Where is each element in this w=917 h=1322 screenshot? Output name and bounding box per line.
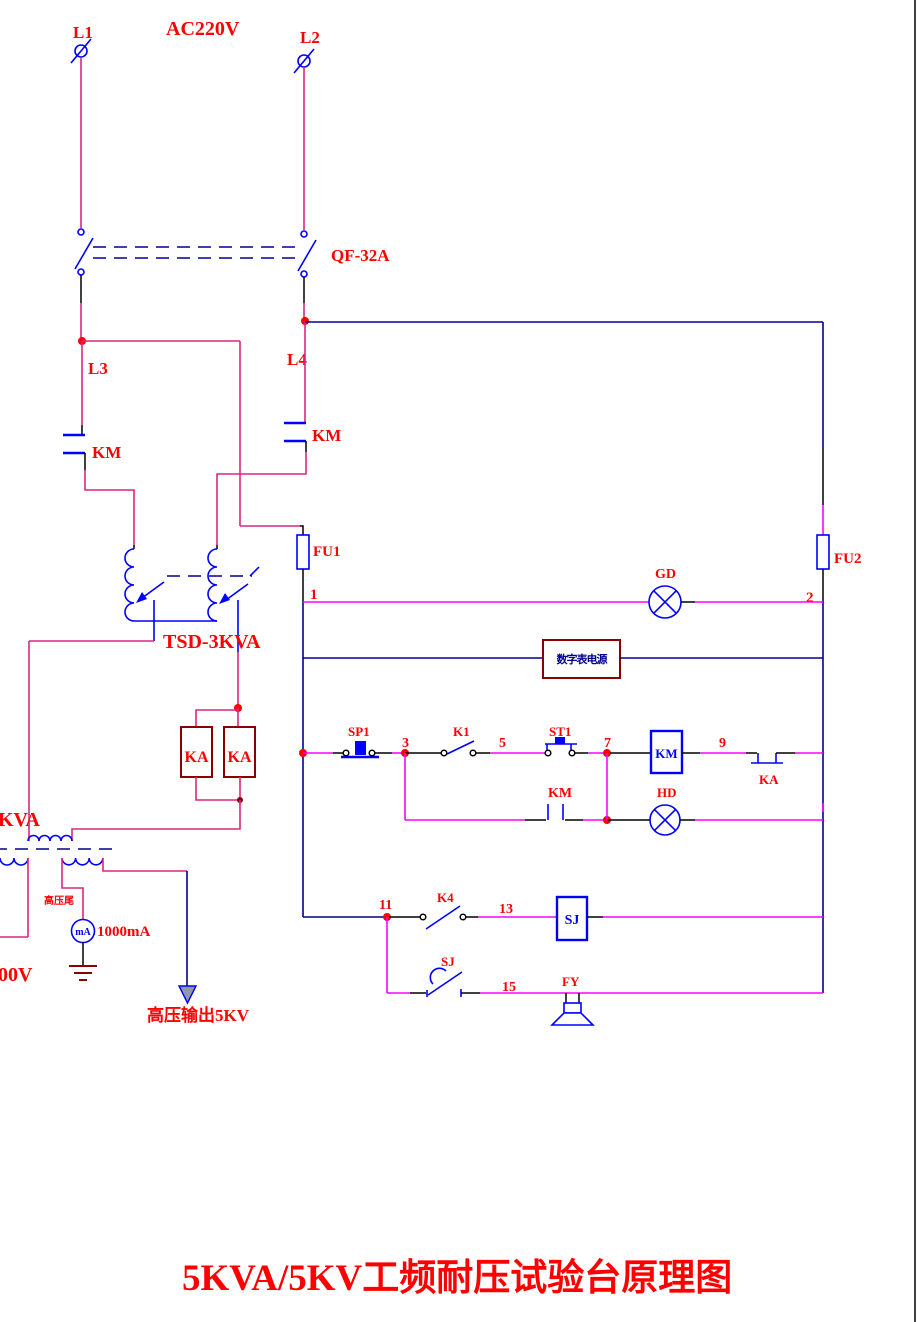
node5-label: 5: [499, 736, 506, 751]
row-hd-lamp: KM HD: [404, 753, 823, 836]
gd-label: GD: [655, 567, 676, 582]
fu1-fuse: [296, 534, 310, 570]
fy-label: FY: [562, 974, 580, 989]
l1-label: L1: [73, 23, 93, 42]
diagram-title: 5KVA/5KV工频耐压试验台原理图: [182, 1257, 732, 1299]
feeder-wires: L3 L4: [78, 275, 823, 535]
st1-label: ST1: [549, 724, 571, 739]
l1-terminal-icon: [70, 38, 92, 64]
supply-section: L1 AC220V L2: [70, 18, 320, 230]
hv-transformer: KVA 00V 高压尾 mA 1000mA 高压输出5KV: [0, 640, 250, 1025]
ka-coil1-label: KA: [185, 749, 209, 766]
node3-label: 3: [402, 736, 409, 751]
hv-tail-label: 高压尾: [44, 894, 74, 907]
l2-terminal-icon: [293, 48, 315, 74]
node9-label: 9: [719, 736, 726, 751]
node13-label: 13: [499, 902, 513, 917]
row-fy-buzzer: SJ 15 FY: [386, 917, 823, 1026]
ground-icon: [69, 965, 97, 981]
meter-supply-label: 数字表电源: [557, 652, 608, 666]
l2-label: L2: [300, 28, 320, 47]
km-aux-label: KM: [548, 786, 572, 801]
wiper-arrow-left: [136, 592, 147, 603]
supply-label: AC220V: [166, 18, 240, 40]
km-right-label: KM: [312, 426, 341, 445]
k1-switch: [440, 740, 477, 757]
k4-switch: [419, 905, 467, 930]
row-gd-lamp: GD: [303, 567, 823, 619]
sj-coil-box: [555, 895, 589, 942]
breaker-label: QF-32A: [331, 246, 390, 265]
hd-label: HD: [657, 785, 677, 800]
ka-nc-label: KA: [759, 772, 779, 787]
ka-coil2-label: KA: [228, 749, 252, 766]
ma-meter: mA: [70, 918, 96, 944]
l3-label: L3: [88, 359, 108, 378]
node11-label: 11: [379, 898, 392, 913]
l4-label: L4: [287, 350, 307, 369]
km-coil-box: [649, 729, 684, 775]
km-left-label: KM: [92, 443, 121, 462]
fuses-and-rails: FU1 1 FU2 2: [296, 322, 862, 993]
node15-label: 15: [502, 980, 516, 995]
sp1-stop-button: [341, 741, 379, 759]
node1-label: 1: [310, 587, 318, 603]
variac-tsd: TSD-3KVA: [124, 548, 261, 653]
ma-rating-label: 1000mA: [97, 924, 150, 940]
node7-label: 7: [604, 736, 611, 751]
km-coil-label: KM: [655, 746, 677, 761]
volts-partial-label: 00V: [0, 964, 33, 986]
gd-lamp-icon: [648, 585, 682, 619]
hv-output-arrow: [177, 985, 198, 1005]
fu1-label: FU1: [313, 544, 341, 560]
sj-contact-label: SJ: [441, 954, 455, 969]
sp1-label: SP1: [348, 724, 370, 739]
sp1-plunger-icon: [355, 741, 366, 755]
ka-nc-contact: [751, 753, 783, 764]
variac-label: TSD-3KVA: [163, 631, 261, 653]
km-no-contact: [547, 804, 564, 820]
hv-output-label: 高压输出5KV: [147, 1005, 250, 1025]
km-main-contact-right: KM: [216, 421, 341, 549]
st1-plunger-icon: [555, 737, 565, 744]
meter-supply-box: [542, 639, 621, 679]
fu2-label: FU2: [834, 551, 862, 567]
hd-lamp-icon: [649, 804, 681, 836]
fu2-fuse: [816, 534, 830, 570]
fy-speaker-icon: [550, 993, 595, 1026]
ma-meter-label: mA: [75, 927, 91, 938]
k4-label: K4: [437, 890, 454, 905]
sj-delay-contact: [426, 967, 463, 997]
km-main-contact-left: KM: [63, 433, 135, 549]
k1-label: K1: [453, 724, 470, 739]
row-km-control: SP1 3 K1 5 ST1 7 KM 9: [299, 724, 823, 787]
wiper-arrow-right: [219, 593, 230, 604]
sj-coil-label: SJ: [565, 913, 580, 928]
row-sj-timer: 11 K4 13 SJ: [303, 890, 823, 942]
node2-label: 2: [806, 590, 814, 606]
ka-coils: KA KA: [71, 652, 256, 841]
kva-partial-label: KVA: [0, 809, 40, 831]
qf-breaker: QF-32A: [74, 228, 390, 278]
row-meter-supply: 数字表电源: [303, 639, 823, 679]
st1-start-button: [544, 737, 577, 757]
